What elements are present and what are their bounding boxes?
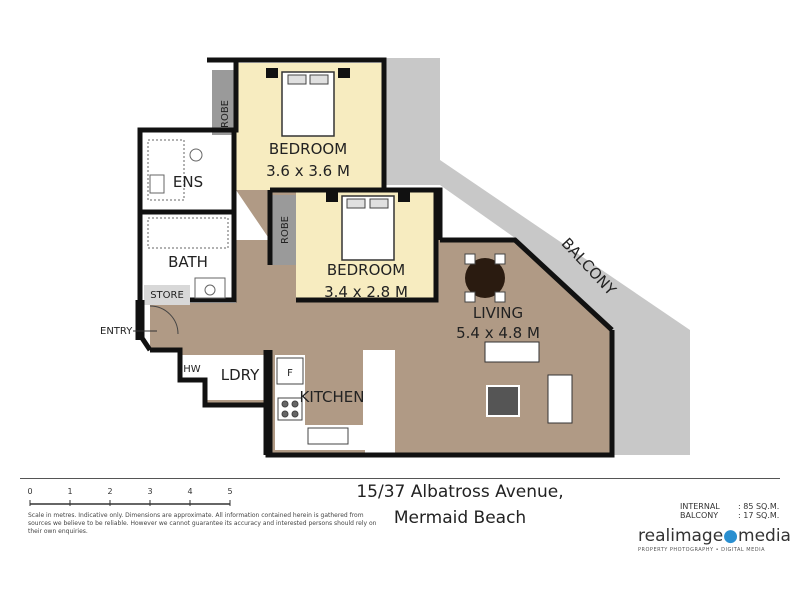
coffee-table — [486, 385, 520, 417]
hw-label: HW — [183, 364, 201, 375]
footer: 0 1 2 3 4 5 Scale in metres. Indicative … — [0, 470, 800, 600]
living-dims: 5.4 x 4.8 M — [456, 324, 540, 342]
kitchen-label: KITCHEN — [300, 388, 365, 406]
scale-tick-0: 0 — [27, 487, 32, 496]
ensuite-fixtures — [147, 139, 203, 201]
sofa — [484, 341, 540, 363]
fridge-label: F — [287, 368, 293, 379]
bedroom-1-dims: 3.6 x 3.6 M — [266, 162, 350, 180]
scale-tick-1: 1 — [67, 487, 72, 496]
footer-rule — [20, 478, 780, 479]
bedroom-2-dims: 3.4 x 2.8 M — [324, 283, 408, 301]
scale-tick-5: 5 — [227, 487, 232, 496]
ens-label: ENS — [173, 173, 203, 191]
bath-fixtures — [147, 217, 229, 299]
hw-floor — [180, 355, 205, 380]
ldry-label: LDRY — [221, 366, 260, 384]
brand-logo: realimage●media PROPERTY PHOTOGRAPHY • D… — [638, 526, 791, 553]
entry-door — [149, 305, 179, 335]
scale-tick-2: 2 — [107, 487, 112, 496]
entry-label: ENTRY — [100, 326, 133, 337]
area-table: INTERNAL : 85 SQ.M. BALCONY : 17 SQ.M. — [680, 502, 779, 520]
robe-2 — [272, 195, 296, 265]
thick-walls — [135, 300, 273, 455]
area-row-balcony: BALCONY : 17 SQ.M. — [680, 511, 779, 520]
bath-label: BATH — [168, 253, 208, 271]
area-label: INTERNAL — [680, 502, 720, 511]
store-floor — [144, 285, 190, 305]
brand-tagline: PROPERTY PHOTOGRAPHY • DIGITAL MEDIA — [638, 547, 765, 553]
brand-name-b: media — [738, 526, 791, 546]
bed-2 — [326, 192, 410, 261]
area-label: BALCONY — [680, 511, 719, 520]
kitchen-island — [363, 350, 395, 450]
bedroom-2-label: BEDROOM — [327, 261, 405, 279]
robe-2-label: ROBE — [280, 216, 291, 244]
bed-1 — [266, 68, 350, 137]
robe-1-label: ROBE — [220, 100, 231, 128]
scale-bar: 0 1 2 3 4 5 — [27, 487, 233, 506]
bedroom-1-label: BEDROOM — [269, 140, 347, 158]
area-value: : 85 SQ.M. — [738, 502, 780, 511]
address-line-1: 15/37 Albatross Avenue, — [356, 482, 564, 502]
scale-tick-3: 3 — [147, 487, 152, 496]
kitchen-fixtures — [276, 357, 349, 445]
brand-name: realimage●media — [638, 526, 791, 546]
armchair — [547, 374, 573, 424]
area-value: : 17 SQ.M. — [738, 511, 780, 520]
laundry-floor — [205, 355, 267, 400]
area-row-internal: INTERNAL : 85 SQ.M. — [680, 502, 779, 511]
address-line-2: Mermaid Beach — [393, 508, 527, 528]
brand-dot-icon: ● — [723, 526, 739, 546]
brand-name-a: realimage — [638, 526, 724, 546]
scale-tick-4: 4 — [187, 487, 192, 496]
store-label: STORE — [150, 290, 184, 301]
disclaimer: Scale in metres. Indicative only. Dimens… — [28, 512, 377, 535]
living-label: LIVING — [473, 304, 523, 322]
dining-table — [464, 253, 506, 303]
floor-plan: BEDROOM 3.6 x 3.6 M BEDROOM 3.4 x 2.8 M … — [100, 57, 690, 458]
